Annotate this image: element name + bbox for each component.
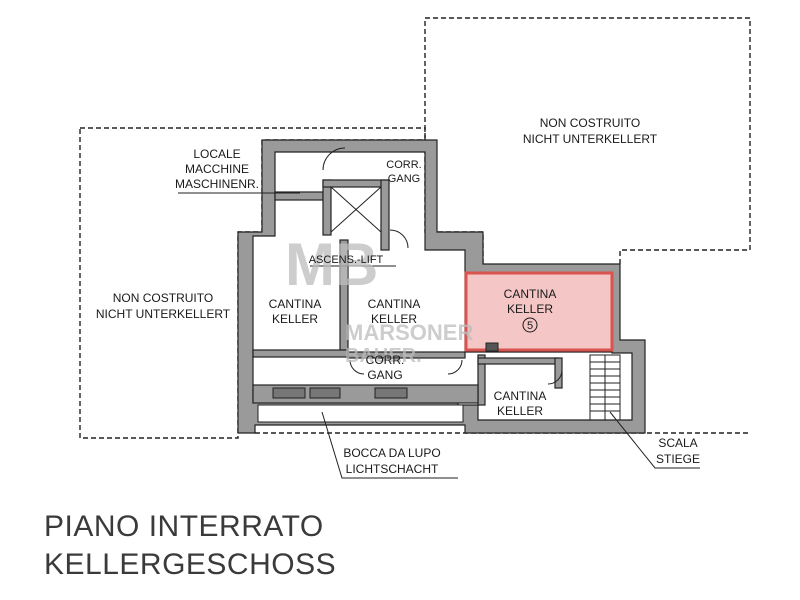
wall-lift-right [380,179,390,251]
label-cantina-5-number: 5 [527,320,533,332]
window-2 [309,387,341,399]
label-scala-1: SCALA [658,436,697,450]
label-locale-2: MACCHINE [185,162,249,176]
label-cantina-left-2: KELLER [272,312,318,326]
label-corr-top-2: GANG [388,173,420,185]
label-cantina-mid-1: CANTINA [368,297,421,311]
door-swing-corridor [389,229,409,249]
watermark-line1: MARSONER [345,320,473,345]
watermark-line2: BAUER. [345,345,422,367]
label-cantina-5-1: CANTINA [504,287,557,301]
wall-cantina-bottom-top [477,357,559,365]
label-cantina-bottom-2: KELLER [497,404,543,418]
label-corr-bottom-2: GANG [367,368,402,382]
label-scala-2: STIEGE [656,452,700,466]
wall-cantina-bottom-left [477,354,486,406]
label-corr-bottom-1: CORR. [366,353,405,367]
door-swing-machine-room [322,147,346,171]
label-corr-top-1: CORR. [386,159,421,171]
lightwell [257,404,464,423]
label-cantina-left-1: CANTINA [269,297,322,311]
label-locale-3: MASCHINENR. [175,177,259,191]
highlighted-cellar-5[interactable] [464,271,614,352]
wall-corridor-mid [347,351,466,359]
plan-title: PIANO INTERRATO [44,510,324,543]
label-locale-1: LOCALE [193,147,240,161]
label-cantina-mid-2: KELLER [371,312,417,326]
column-marker [485,342,499,352]
label-unbuilt-right-1: NON COSTRUITO [540,116,640,130]
label-unbuilt-left-2: NICHT UNTERKELLERT [96,307,231,321]
leader-bocca [321,411,458,479]
window-3 [374,387,408,399]
label-cantina-bottom-1: CANTINA [494,389,547,403]
label-unbuilt-right-2: NICHT UNTERKELLERT [523,132,658,146]
label-bocca-2: LICHTSCHACHT [346,462,439,476]
label-ascens: ASCENS.-LIFT [309,254,384,266]
lift-cross-2 [330,186,382,233]
stair [589,354,621,421]
watermark-logo: MB [285,231,378,298]
door-swing-stair [547,369,563,385]
leader-scala [609,411,700,469]
label-cantina-5-2: KELLER [507,302,553,316]
wall-bottom-band [252,384,479,404]
cellar-number-circle [522,317,538,333]
unbuilt-area-right [424,17,751,266]
wall-stair [554,357,563,389]
label-bocca-1: BOCCA DA LUPO [343,446,440,460]
door-swing-bottom-1 [349,359,365,375]
label-unbuilt-left-1: NON COSTRUITO [113,291,213,305]
door-swing-bottom-2 [447,359,463,375]
wall-lift-top [322,179,389,188]
wall-corridor-top [252,349,349,358]
plan-subtitle: KELLERGESCHOSS [44,548,337,581]
watermark: MB MARSONER BAUER. [285,231,473,367]
window-1 [272,387,306,399]
wall-lift-left [322,179,332,236]
